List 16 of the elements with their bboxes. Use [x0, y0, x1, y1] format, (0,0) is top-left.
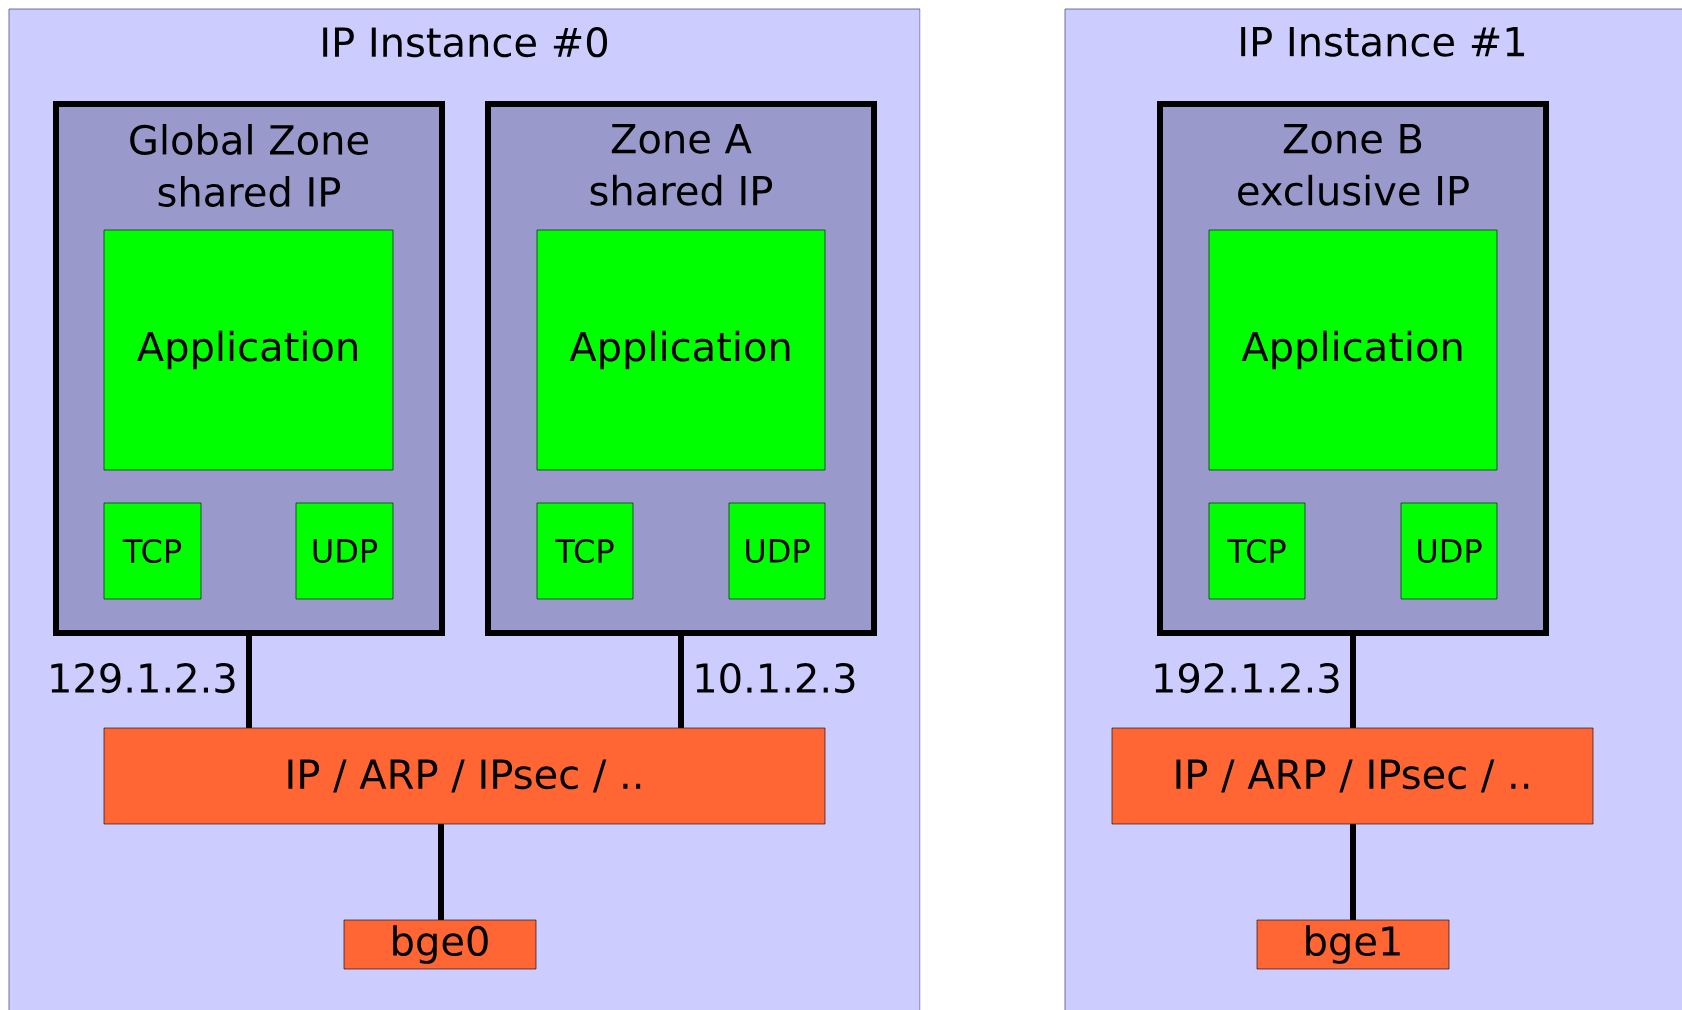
ip-address-label: 192.1.2.3	[1155, 662, 1339, 694]
application-box: Application	[1208, 229, 1498, 471]
network-layer-box: bge0	[343, 919, 537, 970]
protocol-box: TCP	[536, 502, 634, 600]
protocol-box: UDP	[295, 502, 394, 600]
protocol-box: TCP	[1208, 502, 1306, 600]
protocol-box: UDP	[728, 502, 826, 600]
protocol-box: UDP	[1400, 502, 1498, 600]
application-box: Application	[536, 229, 826, 471]
ip-address-label: 129.1.2.3	[51, 662, 235, 694]
ip-address-label: 10.1.2.3	[696, 662, 855, 694]
network-layer-box: bge1	[1256, 919, 1450, 970]
protocol-box: TCP	[103, 502, 202, 600]
application-box: Application	[103, 229, 394, 471]
network-layer-box: IP / ARP / IPsec / ..	[1111, 727, 1594, 825]
network-layer-box: IP / ARP / IPsec / ..	[103, 727, 826, 825]
